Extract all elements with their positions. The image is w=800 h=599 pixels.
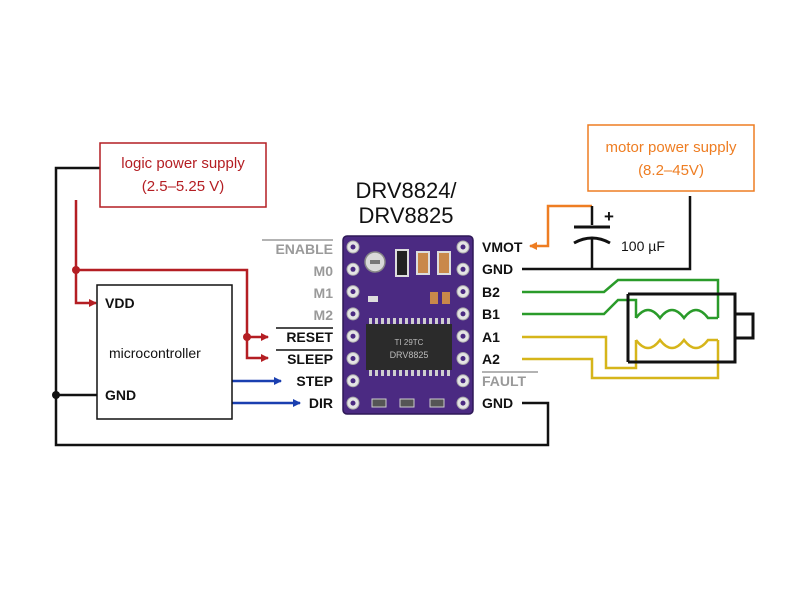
pin-a1: A1 [482,329,500,345]
pin-a2: A2 [482,351,500,367]
smd-capacitor-1 [416,251,430,275]
logic-supply-title: logic power supply [121,155,245,172]
pin-gnd-motor: GND [482,261,513,277]
coil-a-wiring [522,335,720,380]
driver-chip: TI 29TC DRV8825 [366,318,452,376]
mcu-vdd-label: VDD [105,295,135,311]
driver-board: TI 29TC DRV8825 [342,235,474,415]
pin-step: STEP [296,373,333,389]
logic-junction-1 [72,266,80,274]
motor-power-wiring [529,204,592,250]
capacitor-polarity: + [604,207,614,226]
pin-m2: M2 [314,307,334,323]
chip-marking-1: TI 29TC [395,338,424,347]
pin-vmot: VMOT [482,239,523,255]
smd-part-a [430,292,438,304]
pin-gnd-logic: GND [482,395,513,411]
mcu-gnd-label: GND [105,387,136,403]
microcontroller: VDD microcontroller GND [96,284,233,420]
logic-supply-range: (2.5–5.25 V) [142,178,225,195]
left-pin-labels: ENABLE M0 M1 M2 RESET SLEEP STEP DIR [262,239,334,411]
logic-junction-2 [243,333,251,341]
pin-b1: B1 [482,306,500,322]
pin-reset: RESET [286,329,333,345]
board-title-line2: DRV8825 [359,203,454,228]
right-pin-labels: VMOT GND B2 B1 A1 A2 FAULT GND [482,239,538,411]
pin-sleep: SLEEP [287,351,333,367]
board-title-line1: DRV8824/ [355,178,457,203]
pin-enable: ENABLE [275,241,333,257]
chip-marking-2: DRV8825 [390,350,429,360]
capacitor-label: 100 µF [621,238,665,254]
smd-part-b [442,292,450,304]
smd-resistor [395,249,409,277]
mcu-label: microcontroller [109,345,201,361]
pin-m1: M1 [314,285,334,301]
pin-m0: M0 [314,263,334,279]
board-pin-pads [346,240,470,410]
capacitor [573,206,611,269]
stepper-motor [626,292,755,364]
signal-wiring [232,377,301,407]
motor-supply-range: (8.2–45V) [638,162,704,179]
pin-dir: DIR [309,395,333,411]
motor-power-supply: motor power supply (8.2–45V) [587,124,755,192]
pin-b2: B2 [482,284,500,300]
ground-wiring [54,166,692,447]
pin-fault: FAULT [482,373,527,389]
ground-junction [52,391,60,399]
smd-capacitor-2 [437,251,451,275]
smd-part-c [368,296,378,302]
logic-power-supply: logic power supply (2.5–5.25 V) [99,142,267,208]
motor-supply-title: motor power supply [606,139,737,156]
